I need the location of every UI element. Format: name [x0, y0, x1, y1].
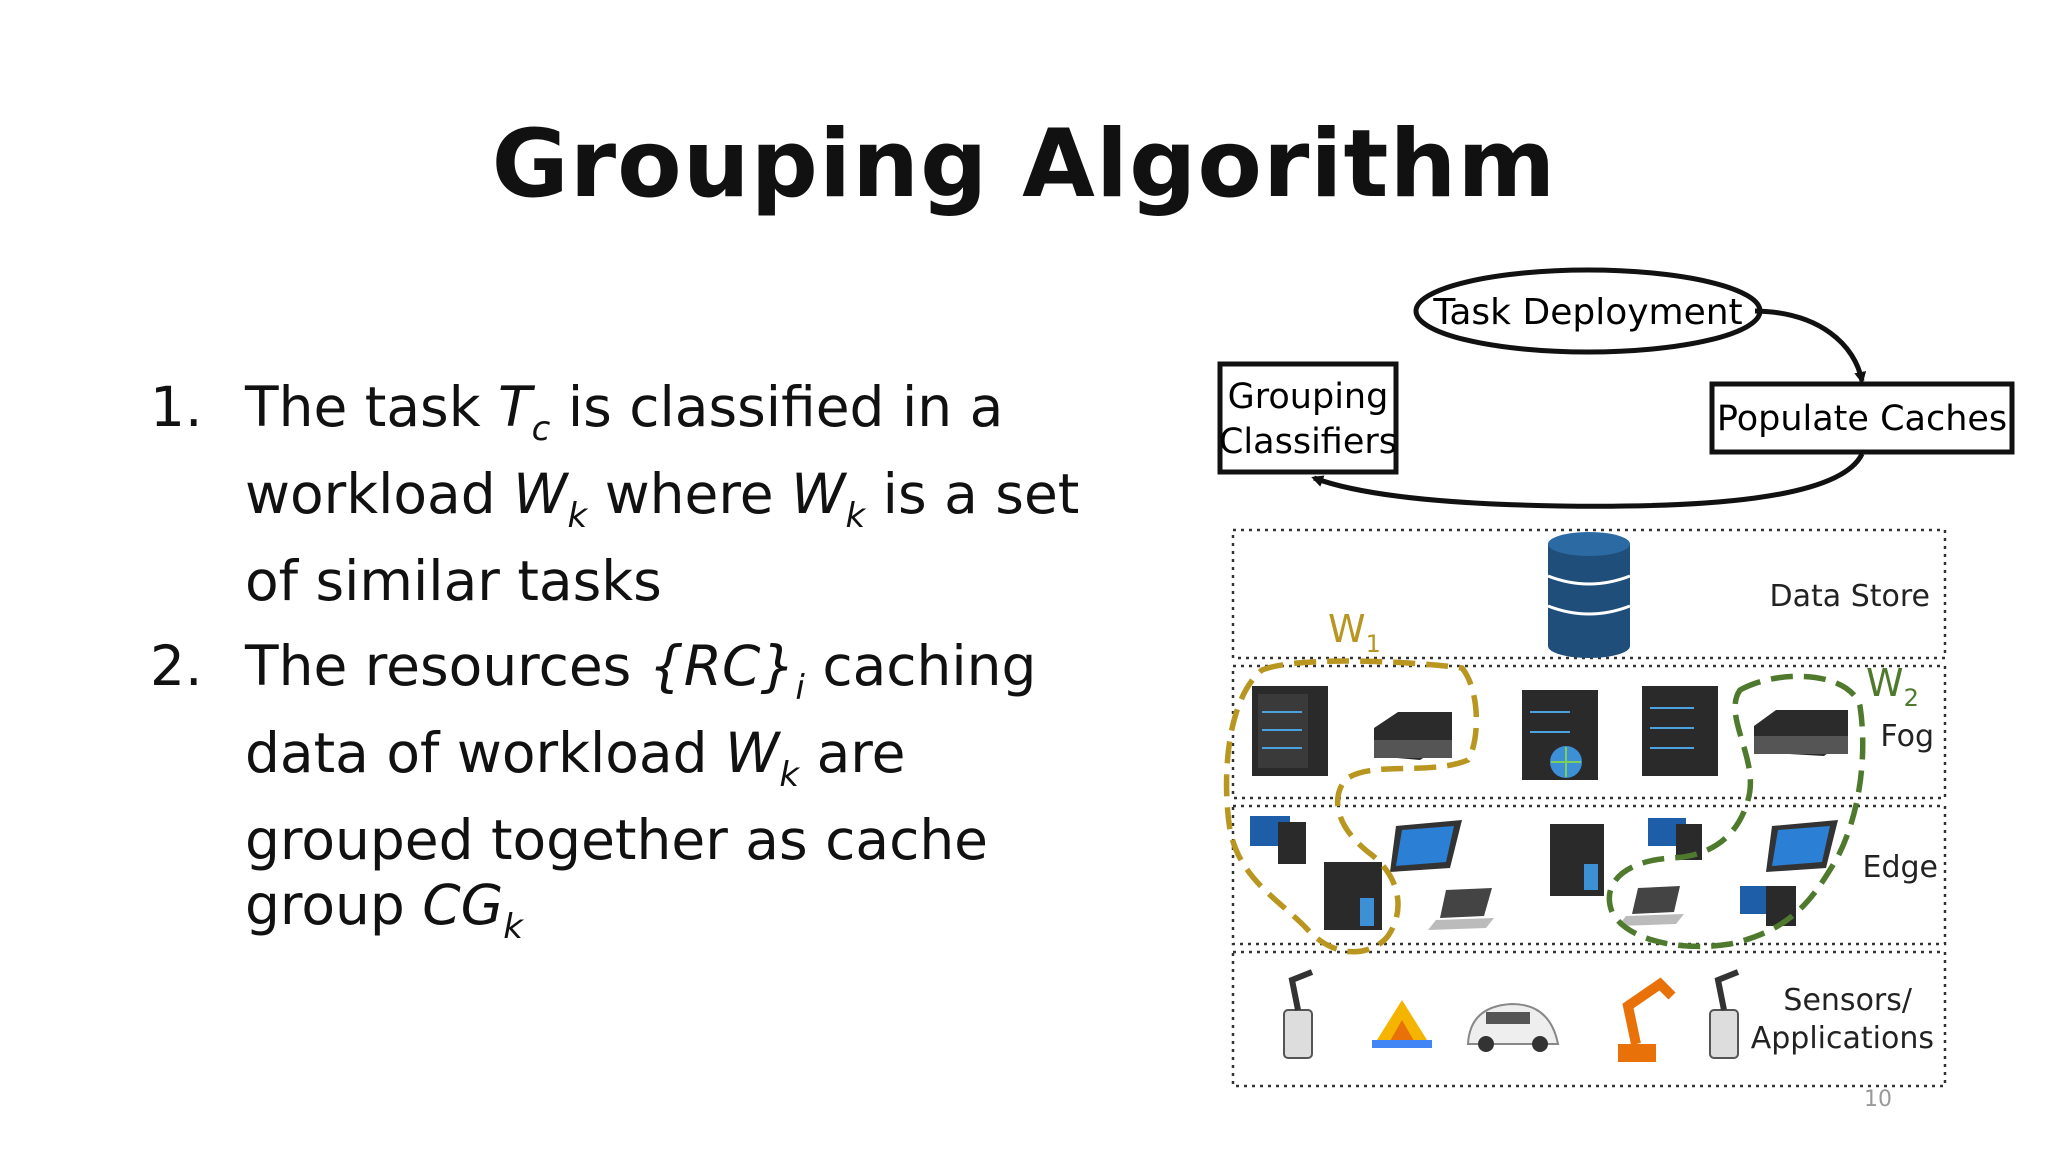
- bullet-number: 2.: [150, 634, 203, 698]
- arrow-deploy-to-populate: [1754, 308, 1867, 384]
- svg-text:Task Deployment: Task Deployment: [1432, 292, 1742, 333]
- industrial-robot-icon: [1618, 977, 1676, 1062]
- workload-w2-label: W2: [1866, 661, 1919, 712]
- rack-server-icon: [1754, 710, 1848, 756]
- svg-text:Classifiers: Classifiers: [1219, 422, 1397, 462]
- robot-arm-icon: [1283, 969, 1314, 1059]
- bullet-text: The resources {RC}i caching data of work…: [245, 634, 1037, 947]
- tower-server-icon: [1642, 686, 1718, 776]
- slide-title: Grouping Algorithm: [491, 110, 1557, 219]
- cloud-platform-icon: [1372, 1000, 1432, 1048]
- bullet-item-2: 2. The resources {RC}i caching data of w…: [150, 634, 1130, 960]
- self-driving-car-icon: [1466, 1002, 1560, 1052]
- workload-w1-outline: [1223, 658, 1480, 955]
- globe-server-icon: [1522, 690, 1598, 780]
- layer-label-edge: Edge: [1863, 850, 1939, 885]
- layer-boxes: [1231, 528, 1947, 1088]
- populate-caches-node: Populate Caches: [1709, 381, 2015, 455]
- phone-server-icon: [1324, 862, 1382, 930]
- laptop-icon: [1618, 886, 1684, 926]
- workload-w2-outline: [1606, 673, 1866, 950]
- task-deployment-node: Task Deployment: [1413, 267, 1763, 355]
- svg-text:Populate Caches: Populate Caches: [1717, 399, 2007, 439]
- bullet-text: The task Tc is classified in a workload …: [245, 375, 1080, 613]
- tower-server-icon: [1252, 686, 1328, 776]
- workload-w1-label: W1: [1328, 607, 1381, 658]
- desktop-pc-icon: [1250, 816, 1306, 864]
- layer-label-data-store: Data Store: [1770, 579, 1930, 614]
- phone-server-icon: [1550, 824, 1604, 896]
- rack-server-icon: [1374, 712, 1452, 760]
- arrow-populate-to-classifiers: [1311, 452, 1865, 509]
- layer-label-sensors: Sensors/: [1783, 983, 1912, 1018]
- desktop-pc-icon: [1648, 818, 1702, 860]
- robot-arm-icon: [1709, 969, 1740, 1059]
- tablet-icon: [1390, 820, 1462, 872]
- bullet-number: 1.: [150, 375, 203, 439]
- database-icon: [1547, 532, 1631, 658]
- bullet-item-1: 1. The task Tc is classified in a worklo…: [150, 375, 1130, 614]
- page-number: 10: [1864, 1087, 1892, 1112]
- grouping-classifiers-node: Grouping Classifiers: [1217, 361, 1399, 475]
- layer-label-fog: Fog: [1880, 719, 1934, 754]
- tablet-icon: [1766, 820, 1838, 872]
- laptop-icon: [1428, 888, 1494, 930]
- svg-text:Grouping: Grouping: [1228, 377, 1389, 417]
- layer-label-applications: Applications: [1751, 1021, 1934, 1056]
- bullet-list: 1. The task Tc is classified in a worklo…: [150, 375, 1130, 980]
